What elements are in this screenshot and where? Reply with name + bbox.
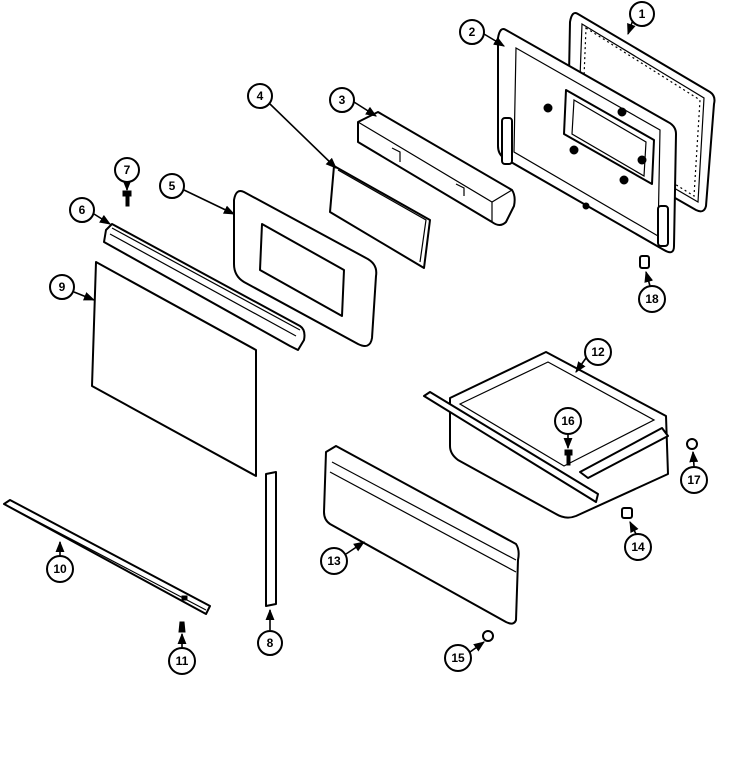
callout-14: 14 [624, 533, 652, 561]
callout-5-label: 5 [169, 179, 176, 193]
callout-12: 12 [584, 338, 612, 366]
part-17-nut [686, 438, 698, 450]
part-2-inner-door-frame [497, 28, 677, 254]
callout-6-label: 6 [79, 203, 86, 217]
callout-2: 2 [459, 19, 485, 45]
callout-4-label: 4 [257, 89, 264, 103]
callout-3-label: 3 [339, 93, 346, 107]
leader-18 [644, 270, 654, 287]
part-3-insulation [357, 111, 516, 226]
part-12-drawer-tub [423, 351, 669, 519]
callout-17-label: 17 [687, 473, 701, 487]
callout-17: 17 [680, 466, 708, 494]
part-8-side-trim [265, 471, 277, 607]
part-4-glass [329, 165, 431, 269]
callout-1-label: 1 [639, 7, 646, 21]
callout-7-label: 7 [124, 163, 131, 177]
callout-2-label: 2 [469, 25, 476, 39]
callout-18-label: 18 [645, 292, 659, 306]
part-18-clip [639, 255, 650, 269]
part-7-screw [122, 190, 132, 207]
callout-11-label: 11 [176, 654, 189, 668]
leader-6 [93, 213, 111, 225]
callout-9: 9 [49, 274, 75, 300]
part-9-outer-door-panel [91, 261, 257, 477]
callout-11: 11 [168, 647, 196, 675]
callout-7: 7 [114, 157, 140, 183]
callout-14-label: 14 [631, 540, 645, 554]
leader-5 [183, 189, 236, 215]
callout-12-label: 12 [591, 345, 605, 359]
leader-9 [73, 291, 96, 301]
leader-12 [575, 357, 587, 373]
callout-13-label: 13 [327, 554, 341, 568]
leader-17 [689, 450, 699, 467]
callout-4: 4 [247, 83, 273, 109]
part-14-bracket [621, 507, 633, 519]
leader-3 [353, 101, 377, 117]
callout-3: 3 [329, 87, 355, 113]
leader-14 [629, 520, 639, 535]
callout-18: 18 [638, 285, 666, 313]
leader-4 [269, 103, 337, 169]
part-15-nut [482, 630, 494, 642]
callouts: 1 2 3 4 5 6 7 8 9 10 11 12 13 14 15 16 1… [46, 1, 708, 675]
callout-5: 5 [159, 173, 185, 199]
part-6-door-handle [103, 223, 306, 351]
part-16-screw [564, 449, 573, 466]
part-10-bottom-trim [3, 499, 211, 615]
callout-10-label: 10 [53, 562, 67, 576]
callout-1: 1 [629, 1, 655, 27]
callout-15: 15 [444, 644, 472, 672]
leader-13 [345, 541, 365, 555]
part-13-drawer-front [323, 445, 520, 625]
callout-8-label: 8 [267, 636, 274, 650]
callout-6: 6 [69, 197, 95, 223]
callout-13: 13 [320, 547, 348, 575]
callout-8: 8 [257, 630, 283, 656]
callout-15-label: 15 [451, 651, 465, 665]
part-5-window-frame [233, 190, 378, 347]
leader-2 [483, 33, 505, 47]
callout-9-label: 9 [59, 280, 66, 294]
callout-16-label: 16 [561, 414, 575, 428]
callout-10: 10 [46, 555, 74, 583]
leader-15 [469, 641, 485, 653]
part-11-clip [178, 621, 186, 633]
callout-16: 16 [554, 407, 582, 435]
